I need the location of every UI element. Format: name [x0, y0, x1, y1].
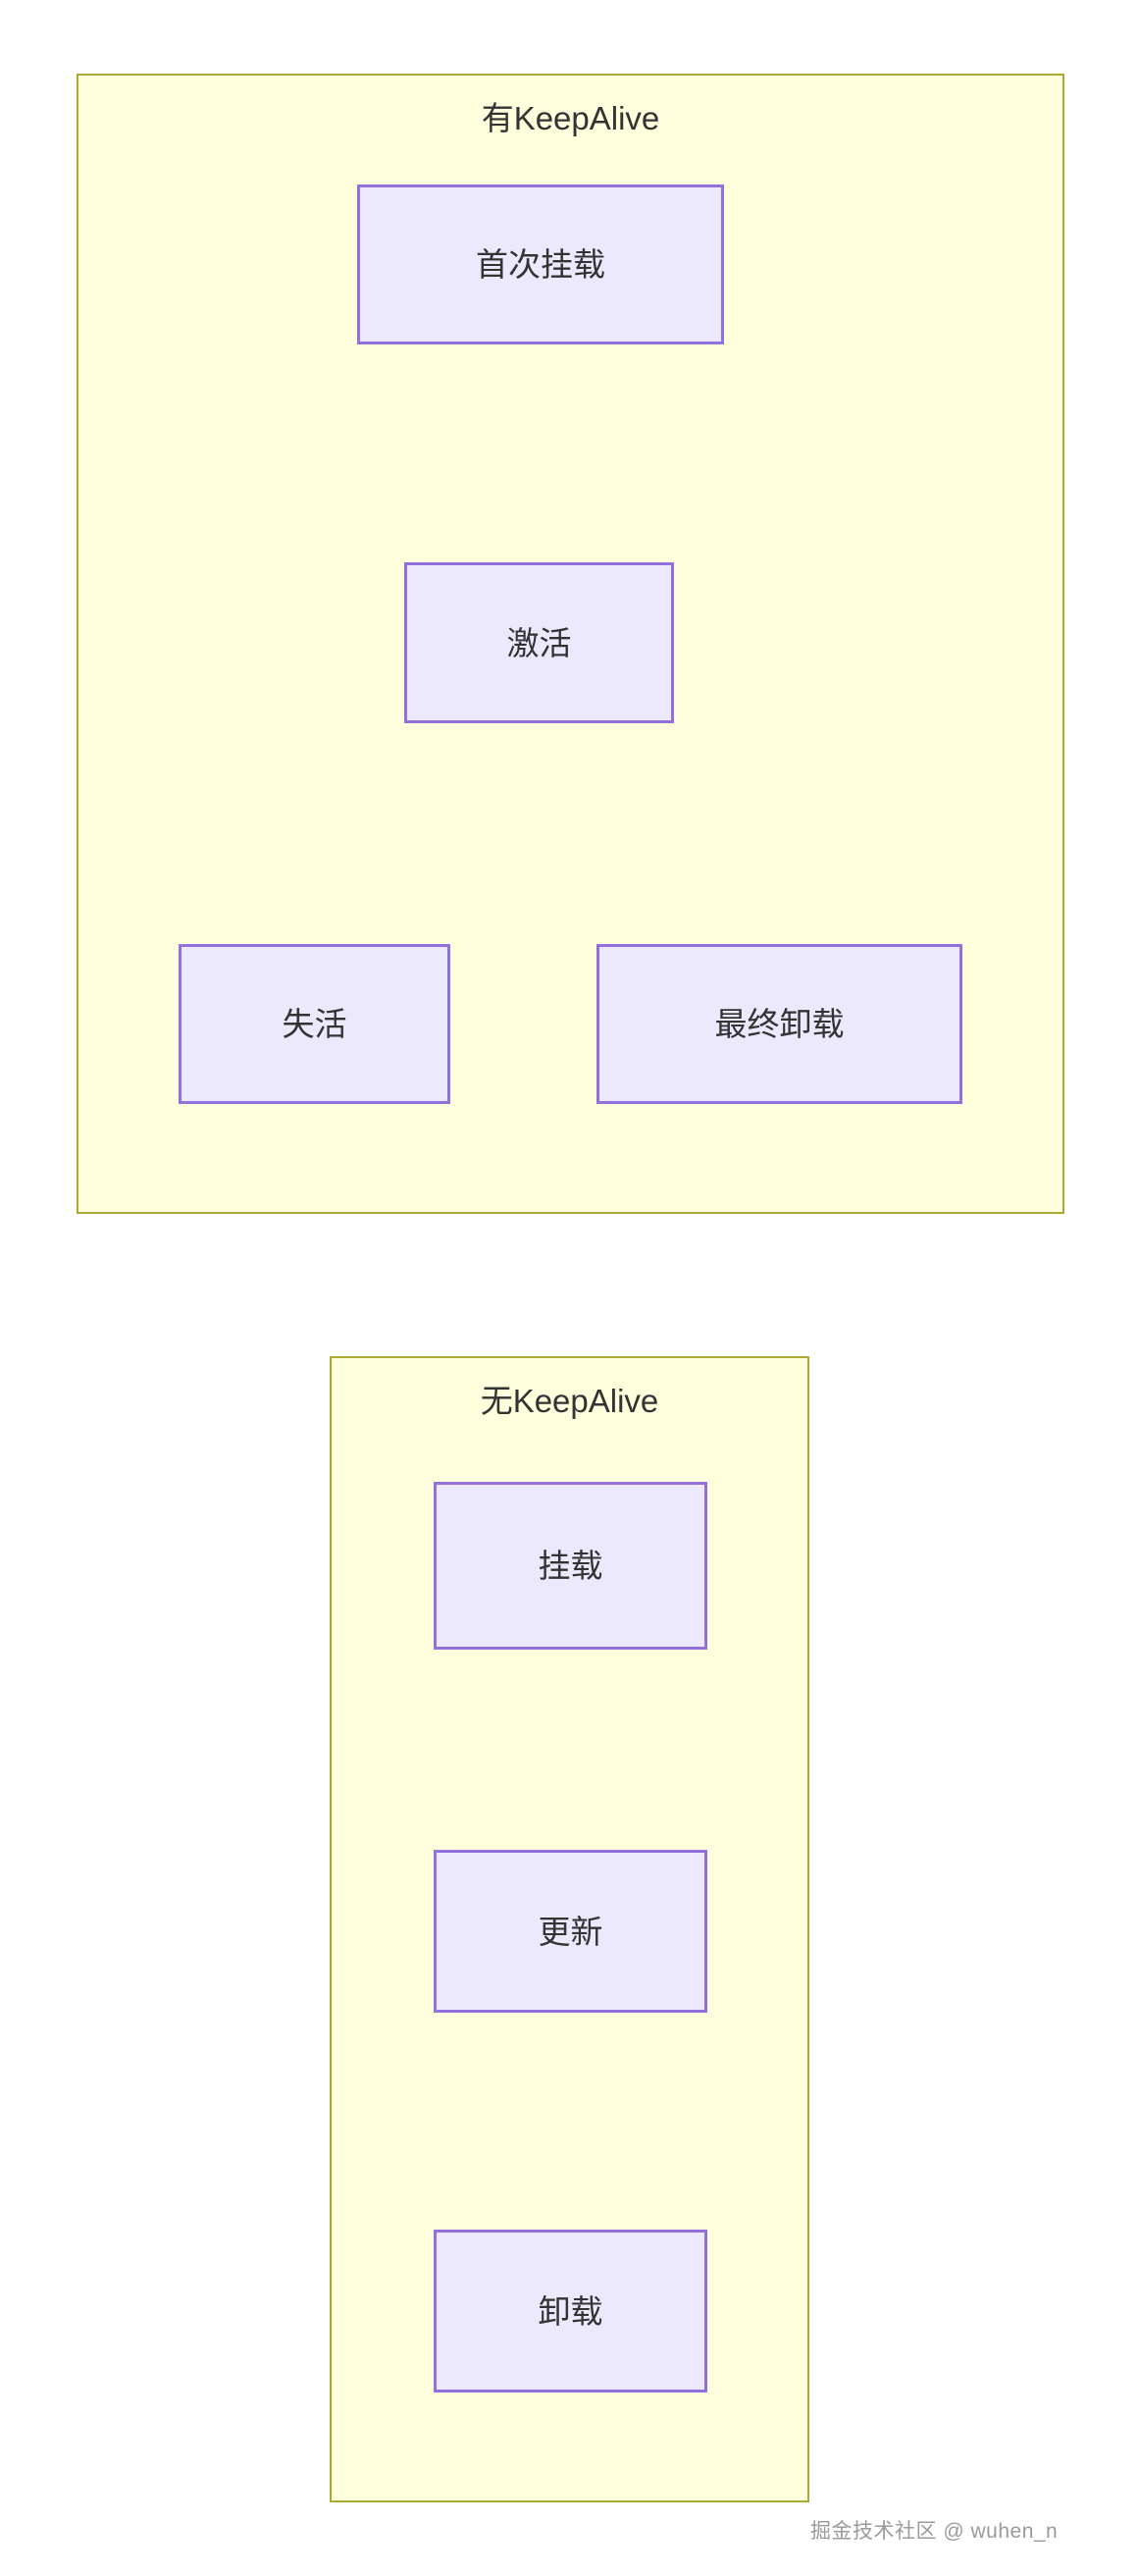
node-unmount-label: 卸载 [538, 2292, 603, 2330]
cluster-keepalive-title: 有KeepAlive [481, 100, 660, 136]
watermark-text: 掘金技术社区 @ wuhen_n [810, 2520, 1059, 2543]
node-mount[interactable]: 挂载 [434, 1482, 707, 1650]
node-first-mount-label: 首次挂载 [476, 246, 605, 283]
node-deactivate[interactable]: 失活 [179, 944, 450, 1104]
node-mount-label: 挂载 [538, 1548, 603, 1584]
node-activate[interactable]: 激活 [404, 562, 674, 723]
node-first-mount[interactable]: 首次挂载 [357, 184, 724, 344]
node-final-unmount[interactable]: 最终卸载 [596, 944, 962, 1104]
node-update-label: 更新 [538, 1913, 603, 1950]
node-final-unmount-label: 最终卸载 [714, 1006, 845, 1042]
node-deactivate-label: 失活 [282, 1006, 347, 1042]
node-activate-label: 激活 [506, 624, 572, 661]
node-unmount[interactable]: 卸载 [434, 2230, 707, 2392]
cluster-no-keepalive-title: 无KeepAlive [480, 1383, 659, 1419]
node-update[interactable]: 更新 [434, 1850, 707, 2013]
